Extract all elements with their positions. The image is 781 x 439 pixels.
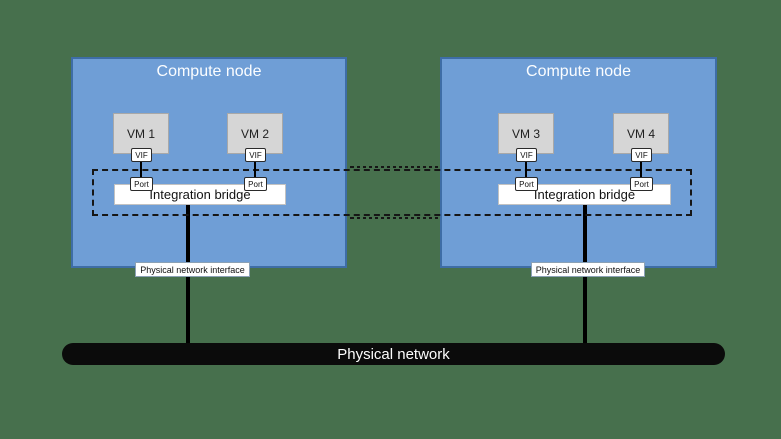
vm-box: VM 2 [227,113,283,154]
port-box: Port [244,177,267,191]
physical-network-interface-label: Physical network interface [135,262,250,277]
port-box: Port [130,177,153,191]
integration-bridge: Integration bridge [498,184,671,205]
vif-box: VIF [245,148,266,162]
vif-box: VIF [131,148,152,162]
tunnel-dashed-line-bottom [348,217,439,219]
compute-node-title: Compute node [526,63,631,80]
vif-port-connector-line [254,159,256,179]
compute-node-title: Compute node [156,63,262,80]
vm-box: VM 4 [613,113,669,154]
vif-port-connector-line [140,159,142,179]
vm-box: VM 1 [113,113,169,154]
port-box: Port [515,177,538,191]
vm-box: VM 3 [498,113,554,154]
physical-network-interface-label: Physical network interface [531,262,645,277]
vif-port-connector-line [640,159,642,179]
physical-network-bar: Physical network [62,343,725,365]
tunnel-dashed-line-top [348,166,439,168]
port-box: Port [630,177,653,191]
vif-box: VIF [631,148,652,162]
compute-node-right: Compute node VM 3 VM 4 VIF VIF Port Port… [440,57,717,268]
vif-port-connector-line [525,159,527,179]
compute-node-left: Compute node VM 1 VM 2 VIF VIF Port Port… [71,57,347,268]
vif-box: VIF [516,148,537,162]
integration-bridge: Integration bridge [114,184,286,205]
tunnel-dashed-rect [92,169,692,216]
